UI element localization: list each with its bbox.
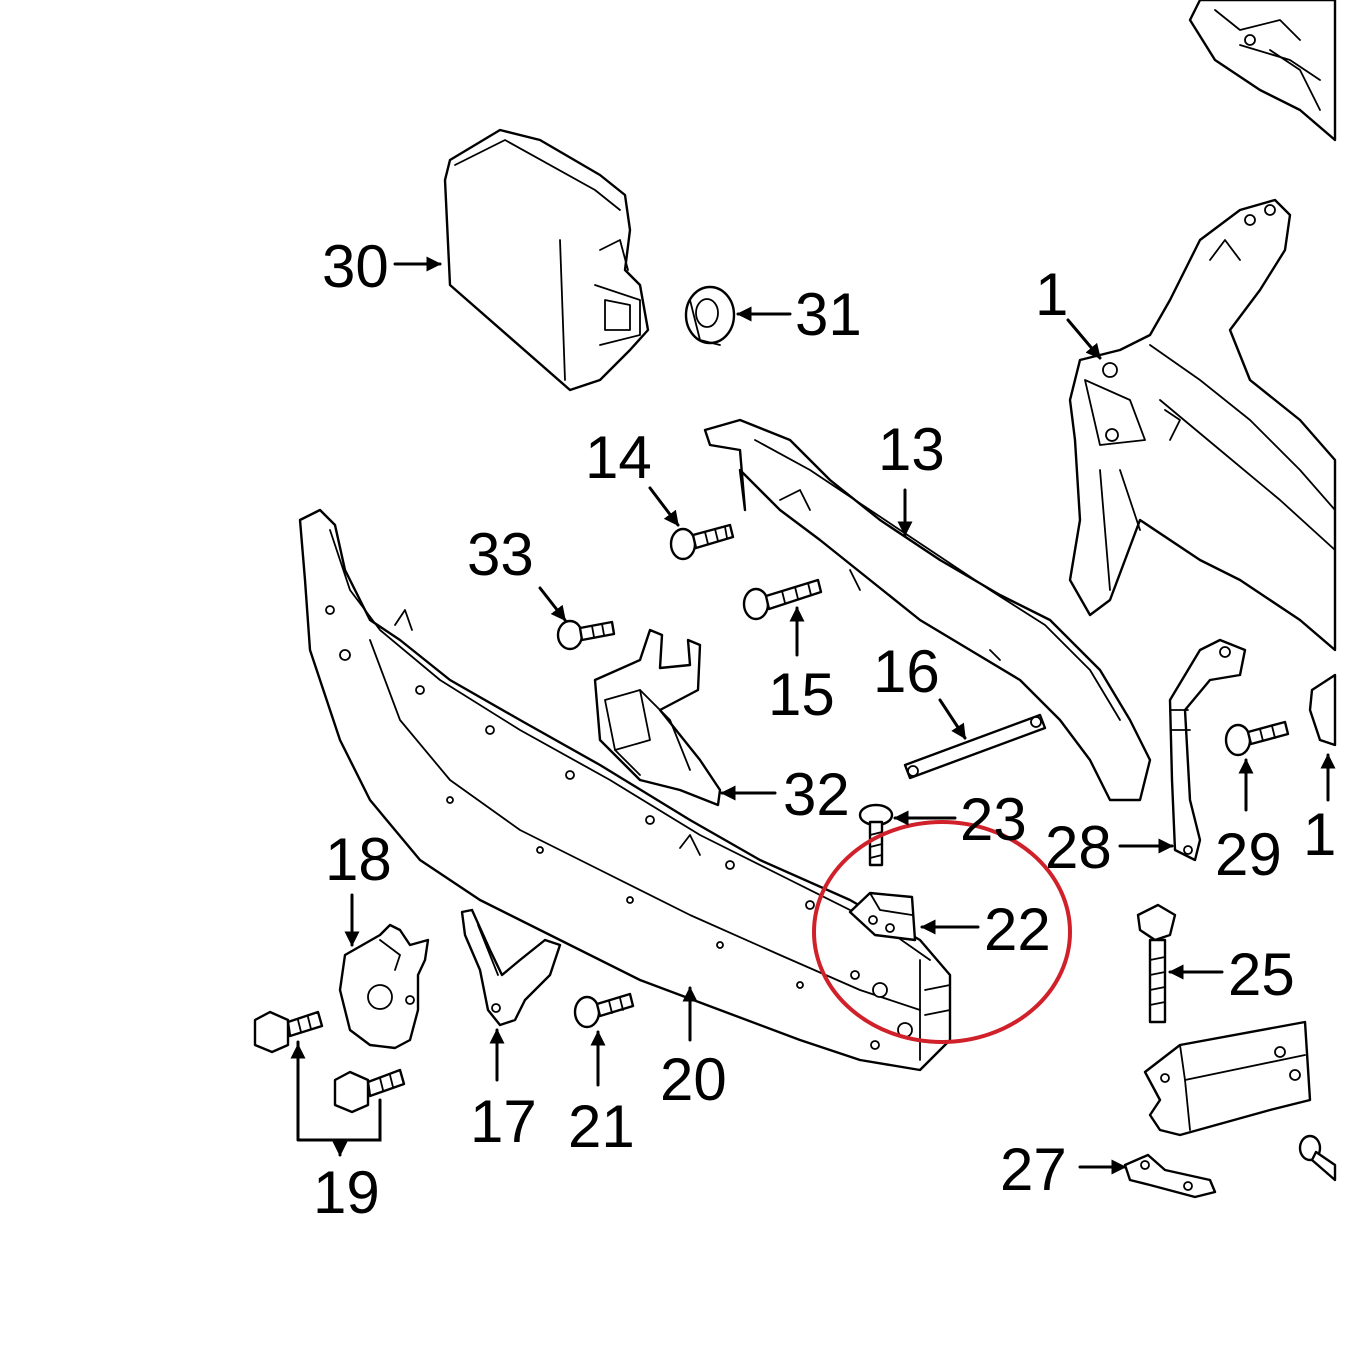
leader-1	[1066, 318, 1102, 360]
part-20-bumper-beam	[298, 508, 952, 1072]
callout-21: 21	[568, 1093, 635, 1160]
part-box-bottom-right	[1143, 1020, 1312, 1137]
leader-lines	[290, 256, 1336, 1175]
callout-1-partial: 1	[1303, 801, 1336, 868]
callout-19: 19	[313, 1159, 380, 1226]
part-31-grommet	[684, 285, 736, 346]
callout-33: 33	[467, 521, 534, 588]
part-33-bolt	[556, 619, 616, 651]
callout-30: 30	[322, 233, 389, 300]
callout-23: 23	[960, 786, 1027, 853]
callout-31: 31	[795, 281, 862, 348]
leader-14	[648, 486, 680, 527]
part-32-bracket	[593, 628, 722, 807]
part-16-rod	[903, 713, 1047, 780]
callout-16: 16	[873, 638, 940, 705]
callout-labels: 30 31 1 13 14 33 15 16 32 23 22 28 29 1 …	[313, 233, 1336, 1226]
callout-20: 20	[660, 1046, 727, 1113]
callout-15: 15	[768, 661, 835, 728]
callout-13: 13	[878, 416, 945, 483]
part-23-bolt	[858, 803, 894, 867]
partial-bolt-bottom-right	[1298, 1134, 1337, 1182]
callout-22: 22	[984, 896, 1051, 963]
callout-18: 18	[325, 826, 392, 893]
highlight-circle	[812, 820, 1072, 1044]
part-1-partial-right	[1308, 673, 1337, 747]
callout-25: 25	[1228, 941, 1295, 1008]
leader-33	[538, 586, 567, 622]
callout-28: 28	[1045, 814, 1112, 881]
part-18-bracket	[338, 923, 430, 1050]
callout-29: 29	[1215, 821, 1282, 888]
callout-32: 32	[783, 761, 850, 828]
part-30-module	[443, 128, 650, 392]
part-29-bolt	[1224, 720, 1290, 757]
part-21-bolt	[573, 992, 635, 1029]
part-28-brace	[1168, 638, 1247, 862]
callout-17: 17	[470, 1088, 537, 1155]
part-19-bolts	[253, 1010, 406, 1114]
part-27-plate	[1123, 1153, 1217, 1199]
part-15-bolt	[742, 578, 823, 621]
part-1-frame	[1068, 198, 1337, 652]
top-right-structure-partial	[1188, 0, 1337, 142]
part-17-bracket	[460, 908, 562, 1027]
callout-14: 14	[585, 424, 652, 491]
callout-1: 1	[1035, 261, 1068, 328]
part-22-plate	[848, 891, 917, 942]
callout-27: 27	[1000, 1136, 1067, 1203]
part-25-bolt	[1136, 903, 1177, 1024]
part-14-bolt	[669, 523, 735, 561]
leader-16	[938, 698, 967, 740]
